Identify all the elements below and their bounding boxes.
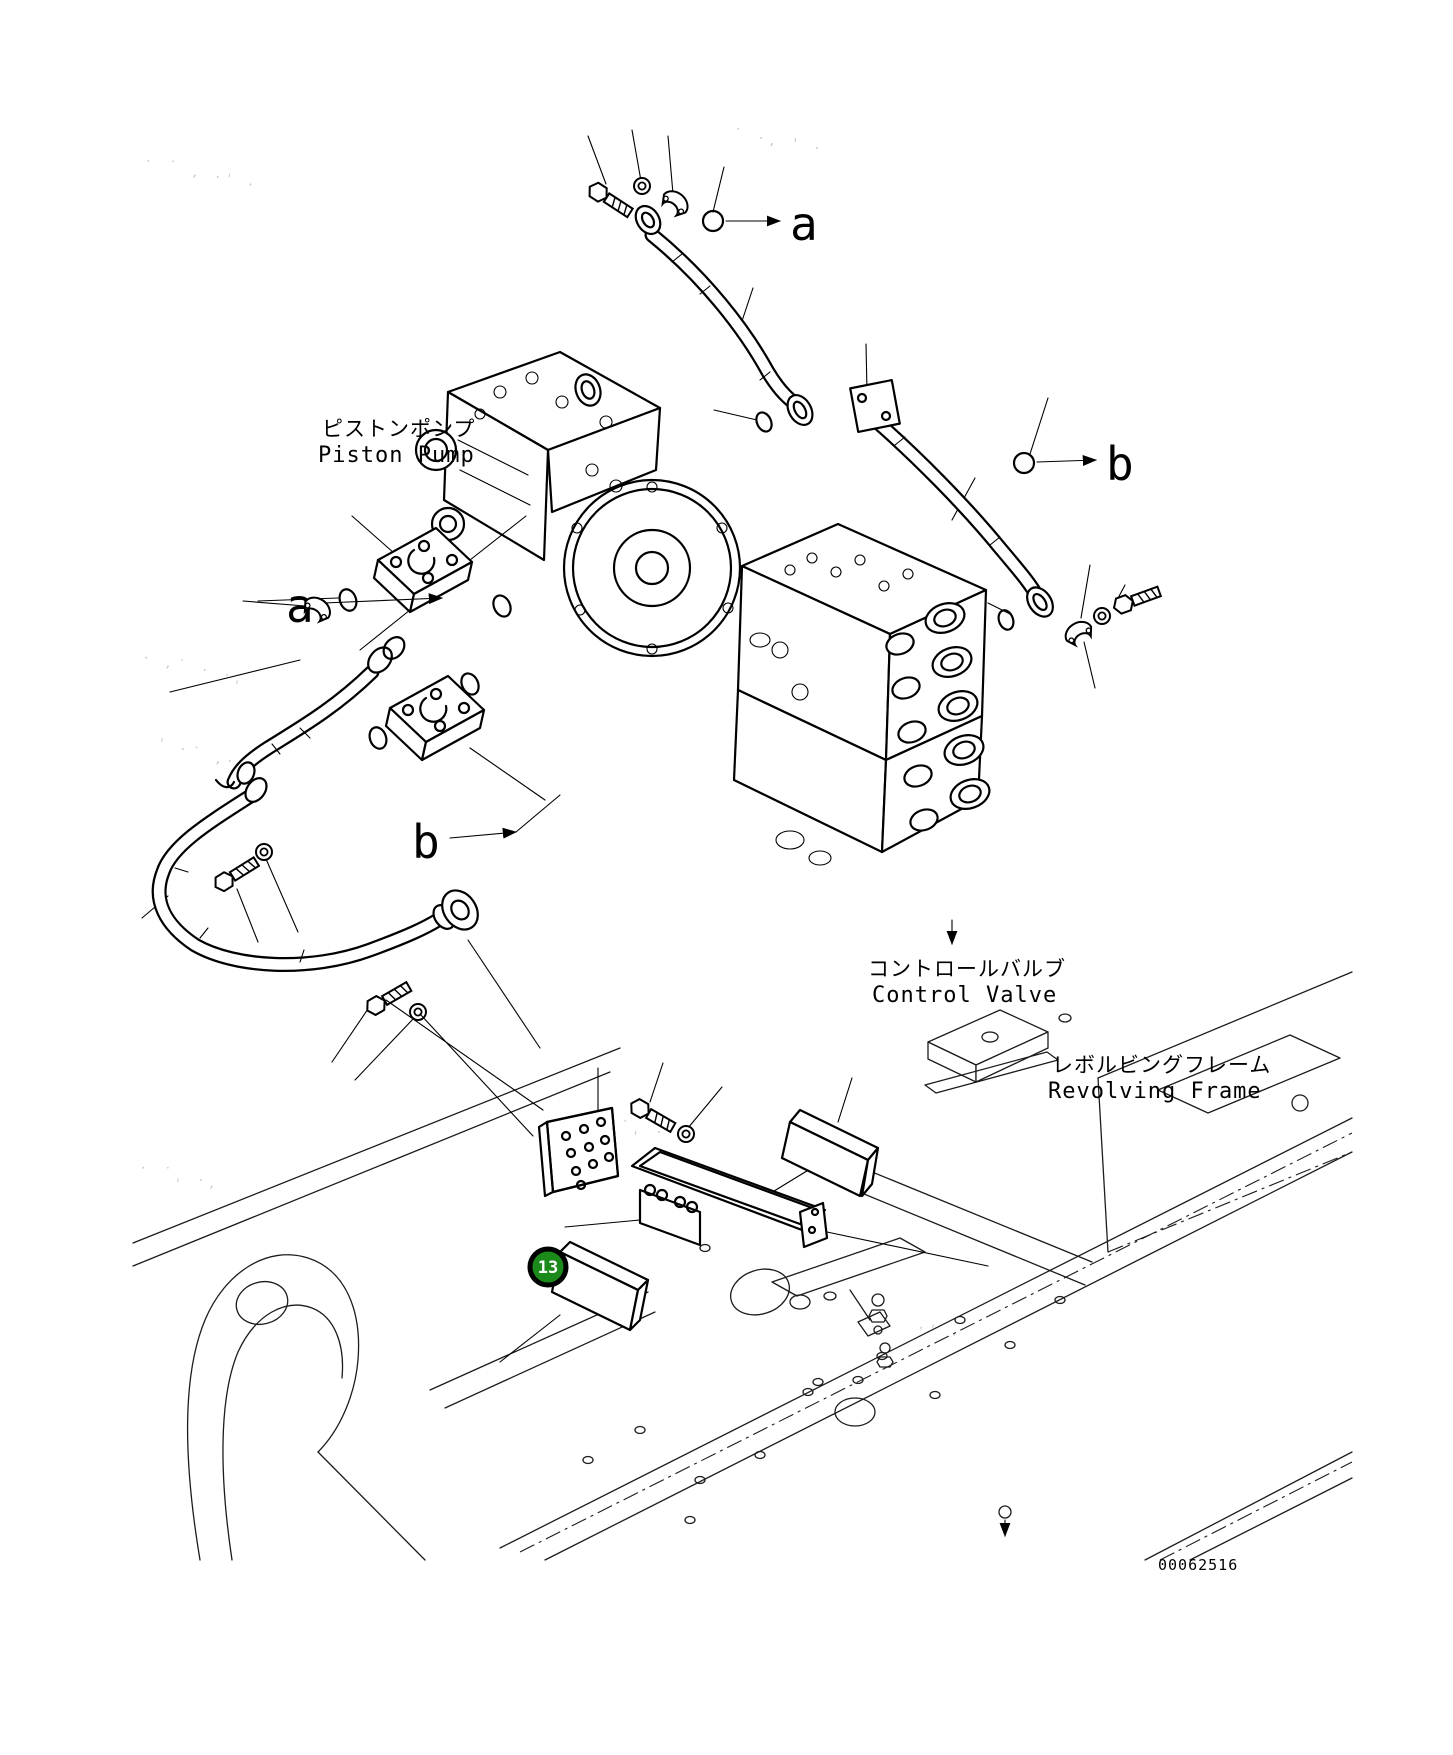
callout-letter-b-left: b: [412, 815, 440, 869]
bracket-assembly: 13: [385, 999, 989, 1363]
watermark-text: · ˙ ‚ ·ˈ ·: [144, 153, 261, 195]
lower-hoses-assembly: [141, 591, 541, 1081]
part-badge-number: 13: [538, 1258, 558, 1278]
control-valve-label-en: Control Valve: [872, 983, 1057, 1008]
pump-top-details: [457, 371, 623, 506]
piston-pump-drawing: ピストンポンプ Piston Pump: [318, 350, 742, 658]
watermark-text: ˙ ·‚ ˈ ·: [732, 126, 827, 158]
revolving-frame-drawing: [132, 971, 1353, 1561]
hose-a-assembly: a: [584, 129, 818, 433]
hose-b-assembly: b: [849, 343, 1163, 689]
piston-pump-label-ja: ピストンポンプ: [322, 417, 475, 441]
watermark-text: · ˙ˌ ·‚: [139, 1160, 223, 1193]
callout-letter-b-top: b: [1106, 437, 1134, 491]
frame-holes: [582, 1243, 1066, 1525]
control-valve-label-ja: コントロールバルブ: [868, 957, 1066, 981]
drawing-number: 00062516: [1158, 1556, 1238, 1574]
watermark-text: ˈ ·˙ ‚·: [157, 736, 241, 771]
pump-port-blocks: a b: [257, 515, 561, 869]
valve-solenoids: [885, 602, 991, 832]
piston-pump-label-en: Piston Pump: [318, 443, 475, 468]
revolving-frame-label-en: Revolving Frame: [1048, 1079, 1262, 1104]
control-valve-drawing: コントロールバルブ Control Valve: [732, 522, 1066, 1008]
plate-holes: [560, 1116, 615, 1191]
bracket-bolts: [643, 1183, 699, 1214]
revolving-frame-label-ja: レボルビングフレーム: [1052, 1053, 1271, 1077]
part-badge-13[interactable]: 13: [527, 1246, 569, 1288]
pump-housing-bolts: [571, 481, 734, 655]
watermark-text: · ‚˙ · ·ˌ: [142, 650, 248, 687]
watermark-text: ·ˈ ·: [917, 1320, 965, 1345]
callout-letter-a-top: a: [790, 197, 818, 251]
valve-top-bolts: [749, 552, 914, 866]
